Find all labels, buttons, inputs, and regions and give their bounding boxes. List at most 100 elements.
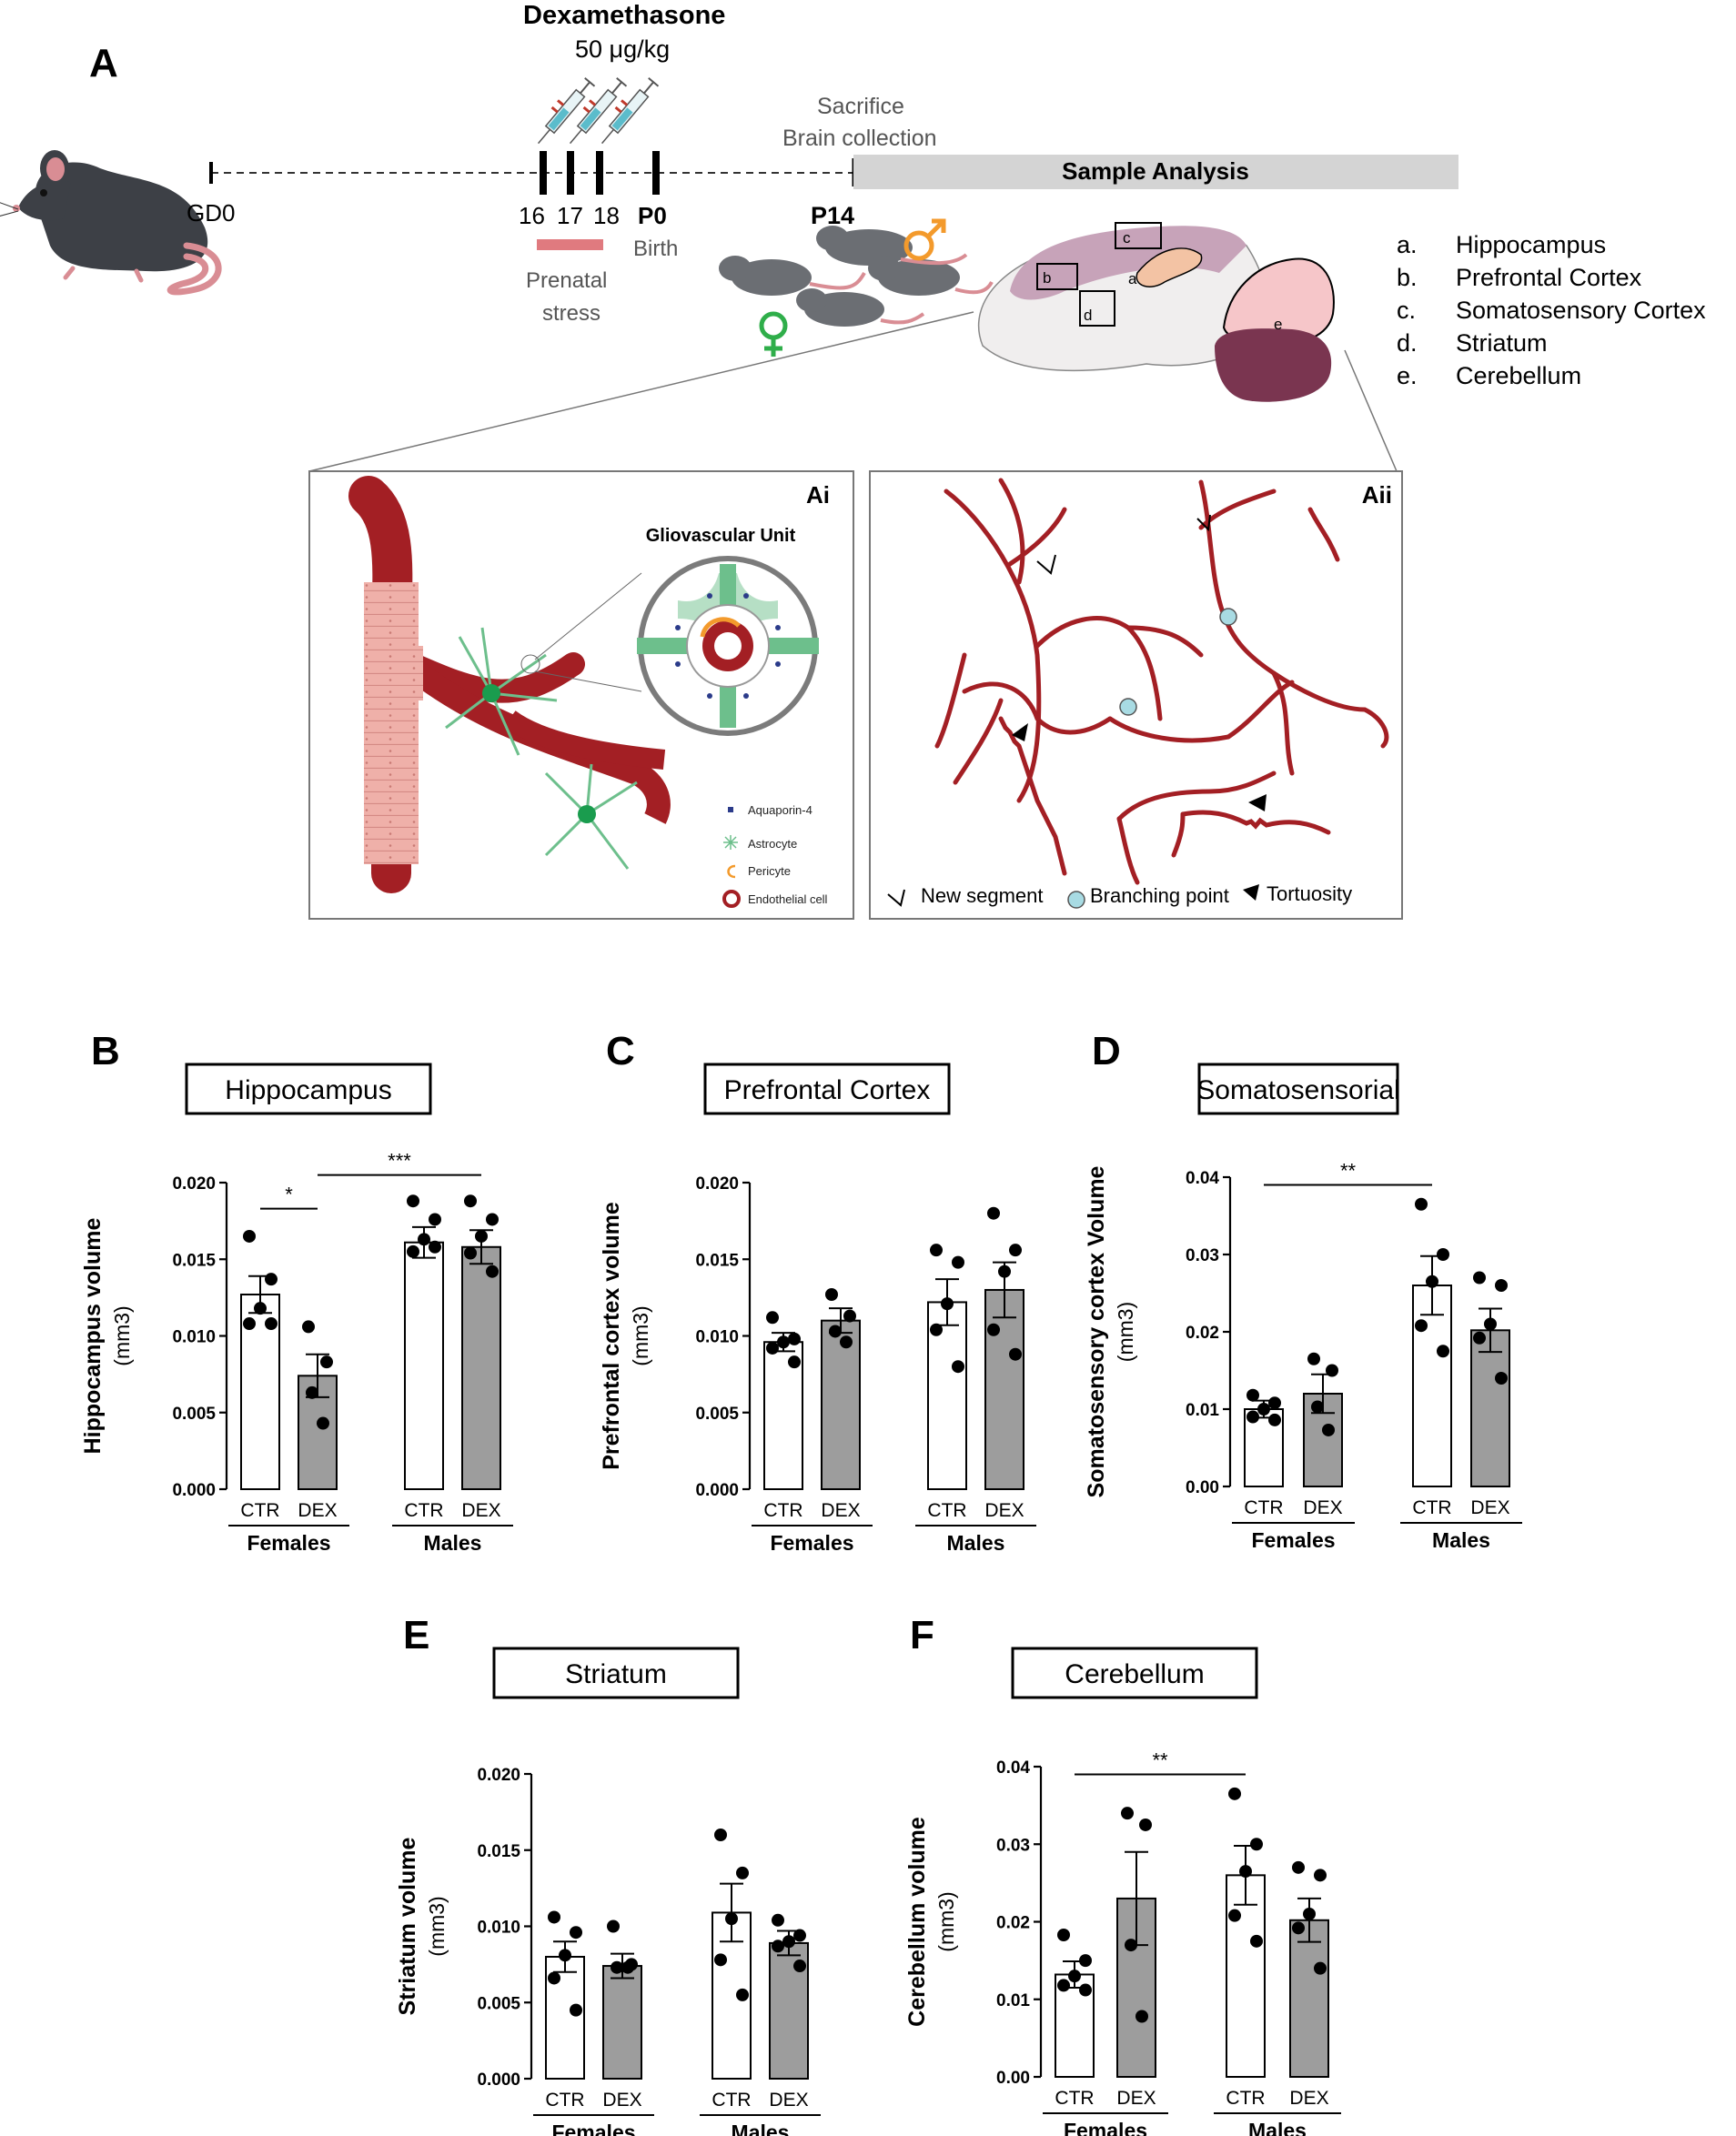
birth-label: Birth [633, 237, 678, 261]
data-point [829, 1325, 842, 1338]
group-label: Females [1064, 2119, 1147, 2136]
data-point [1292, 1860, 1305, 1874]
y-tick-label: 0.00 [1186, 1478, 1219, 1497]
category-label: CTR [927, 1500, 966, 1521]
data-point [607, 1919, 620, 1933]
gd0-label: GD0 [187, 199, 235, 227]
data-point [1257, 1403, 1270, 1416]
data-point [987, 1206, 1000, 1220]
significance-label: ** [1340, 1160, 1357, 1183]
data-point [1473, 1271, 1486, 1285]
data-point [548, 1910, 560, 1924]
brain-box-d: d [1084, 307, 1092, 324]
data-point [1415, 1197, 1428, 1211]
legend-aquaporin: Aquaporin-4 [748, 803, 812, 817]
aii-letter: Aii [1362, 481, 1392, 509]
panel-letter-d: D [1092, 1029, 1121, 1073]
category-label: DEX [461, 1500, 500, 1521]
y-tick-label: 0.005 [477, 1994, 520, 2013]
brain-box-c: c [1123, 229, 1131, 247]
y-axis-unit: (mm3) [629, 1305, 652, 1365]
data-point [306, 1385, 318, 1399]
region-name-d: Striatum [1456, 329, 1548, 357]
y-tick-label: 0.015 [172, 1251, 216, 1270]
data-point [725, 1912, 738, 1926]
data-point [1322, 1423, 1335, 1436]
data-point [1473, 1331, 1486, 1345]
y-tick-label: 0.01 [1186, 1401, 1219, 1420]
data-point [1239, 1865, 1252, 1879]
data-point [265, 1273, 278, 1286]
pup-illustrations [719, 226, 994, 327]
data-point [788, 1332, 801, 1345]
group-label: Females [1251, 1528, 1335, 1552]
data-point [772, 1913, 784, 1927]
panel-letter-b: B [91, 1029, 120, 1073]
data-point [772, 1940, 784, 1953]
legend-pericyte: Pericyte [748, 864, 791, 878]
data-point [1135, 2010, 1148, 2023]
category-label: DEX [1470, 1497, 1509, 1518]
bar-dex-females [602, 1965, 642, 2081]
region-key-d: d. [1397, 329, 1418, 357]
y-axis-unit: (mm3) [1114, 1302, 1137, 1362]
brain-box-b: b [1043, 269, 1051, 287]
day-17: 17 [557, 202, 583, 229]
ai-letter: Ai [806, 481, 830, 509]
chart-title: Somatosensorial [1196, 1075, 1399, 1105]
data-point [475, 1229, 488, 1243]
data-point [1057, 1928, 1070, 1941]
data-point [1495, 1279, 1508, 1292]
prenatal-label: Prenatal [526, 268, 607, 293]
y-tick-label: 0.015 [695, 1251, 739, 1270]
group-label: Females [770, 1531, 853, 1555]
y-axis-label: Cerebellum volume [904, 1817, 930, 2027]
data-point [1246, 1388, 1259, 1402]
y-axis-unit: (mm3) [425, 1896, 449, 1956]
region-name-b: Prefrontal Cortex [1456, 264, 1642, 291]
data-point [1314, 1961, 1327, 1975]
chart-title-box [703, 1063, 951, 1115]
bar-ctr-males [1412, 1285, 1452, 1487]
day-18: 18 [593, 202, 620, 229]
data-point [1311, 1400, 1324, 1414]
data-point [1250, 1934, 1263, 1948]
group-label: Females [247, 1531, 330, 1555]
data-point [464, 1246, 477, 1260]
data-point [317, 1416, 329, 1430]
chart-title-box [1197, 1063, 1399, 1115]
data-point [736, 1866, 749, 1879]
legend-branching-point: Branching point [1090, 884, 1229, 907]
y-tick-label: 0.000 [477, 2071, 520, 2090]
legend-endothelial: Endothelial cell [748, 892, 828, 906]
region-key-b: b. [1397, 264, 1418, 291]
data-point [243, 1317, 256, 1331]
data-point [320, 1355, 333, 1369]
data-point [1079, 1954, 1092, 1968]
rat-illustration [0, 150, 222, 296]
data-point [1307, 1352, 1320, 1365]
data-point [1292, 1921, 1305, 1935]
female-icon [759, 311, 788, 357]
y-tick-label: 0.04 [996, 1758, 1030, 1778]
data-point [1326, 1364, 1338, 1377]
sacrifice-label: Sacrifice [817, 94, 904, 119]
category-label: CTR [1055, 2088, 1094, 2109]
y-tick-label: 0.010 [695, 1328, 739, 1347]
category-label: CTR [404, 1500, 443, 1521]
data-point [777, 1335, 790, 1349]
category-label: CTR [1244, 1497, 1283, 1518]
data-point [1437, 1248, 1449, 1261]
data-point [254, 1302, 267, 1315]
data-point [766, 1341, 779, 1355]
panel-letter-e: E [403, 1613, 429, 1657]
data-point [930, 1323, 943, 1336]
category-label: DEX [602, 2090, 641, 2111]
y-tick-label: 0.000 [695, 1481, 739, 1500]
category-label: CTR [1226, 2088, 1265, 2109]
data-point [825, 1288, 838, 1302]
y-tick-label: 0.02 [1186, 1324, 1219, 1343]
y-axis-label: Striatum volume [395, 1837, 420, 2015]
region-list: a. Hippocampus b. Prefrontal Cortex c. S… [1397, 231, 1706, 389]
